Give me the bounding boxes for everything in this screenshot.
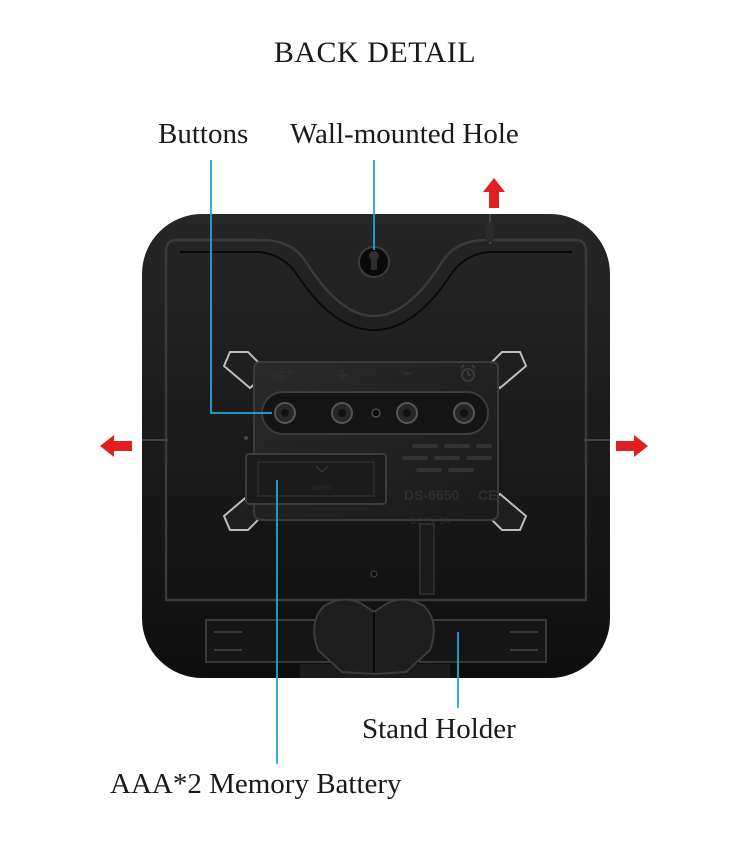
arrow-right-icon xyxy=(616,435,648,457)
alarm-clock-icon xyxy=(460,364,476,382)
minus-button[interactable] xyxy=(396,402,418,424)
set-label: SET xyxy=(270,369,294,383)
red-direction-arrow-icon xyxy=(100,178,648,457)
callout-line-buttons xyxy=(210,160,272,414)
set-button[interactable] xyxy=(274,402,296,424)
wall-mount-hole xyxy=(358,246,390,278)
power-rating: DC 5V 1A xyxy=(410,516,450,526)
plus-button[interactable] xyxy=(331,402,353,424)
plus-label: + xyxy=(336,365,348,387)
arrow-up-icon xyxy=(483,178,505,208)
stand xyxy=(205,436,547,676)
model-number: DS-6650 xyxy=(404,487,459,503)
alarm-button[interactable] xyxy=(453,402,475,424)
callout-battery-label: AAA*2 Memory Battery xyxy=(110,768,402,800)
battery-compartment: OPEN xyxy=(245,453,387,505)
battery-door-label: OPEN xyxy=(312,485,332,492)
speaker-grille xyxy=(402,444,492,472)
callout-stand-holder-label: Stand Holder xyxy=(362,713,516,745)
callout-buttons-label: Buttons xyxy=(158,118,249,150)
arrow-left-icon xyxy=(100,435,132,457)
callout-lines xyxy=(210,160,459,764)
callout-wall-hole-label: Wall-mounted Hole xyxy=(290,118,519,150)
page-title: BACK DETAIL xyxy=(273,36,477,69)
minus-label: − xyxy=(402,363,414,385)
ce-mark: CE xyxy=(478,487,497,503)
reset-pinhole[interactable] xyxy=(371,408,381,418)
